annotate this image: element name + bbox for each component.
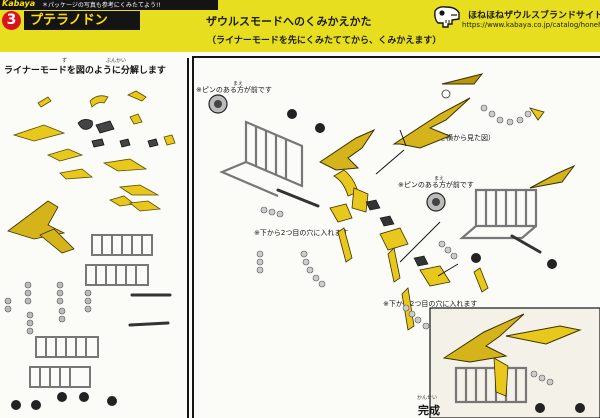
zaurus-mode-assembly-illustration xyxy=(208,73,600,418)
disassembly-panel xyxy=(0,58,189,418)
disassembled-parts-illustration xyxy=(4,90,176,410)
complete-label: 完成 xyxy=(418,404,440,417)
furigana-mae-1: まえ xyxy=(233,81,244,87)
furigana-bunkai: ぶんかい xyxy=(106,58,127,64)
package-note: ＊パッケージの写真も参考にくみたてよう!! xyxy=(42,2,161,9)
hole-note-1: ※下から2つ目の穴に入れます xyxy=(254,229,349,237)
furigana-mae-2: まえ xyxy=(434,176,445,182)
step-number-badge: 3 xyxy=(2,11,21,30)
complete-furigana: かんせい xyxy=(417,395,438,401)
skull-mascot-icon xyxy=(434,6,460,28)
assembly-instruction: （ライナーモードを先にくみたててから、くみかえます） xyxy=(207,36,442,46)
hole-note-2: ※下から2つ目の穴に入れます xyxy=(383,300,478,308)
title-box xyxy=(24,11,140,30)
page-subtitle: ザウルスモードへのくみかえかた xyxy=(206,15,372,28)
furigana-zu: ず xyxy=(62,58,68,64)
brand-site-url[interactable]: https://www.kabaya.co.jp/catalog/honehon… xyxy=(462,21,600,29)
page-title: プテラノドン xyxy=(30,13,108,28)
brand-site-name: ほねほねザウルスブランドサイト xyxy=(468,11,600,21)
disassemble-heading: ライナーモードを図のように分解します xyxy=(4,66,166,76)
head-side-view-note: （頭を横から見た図） xyxy=(425,134,495,142)
pin-note-2: ※ピンのある方が前です xyxy=(398,181,474,189)
zaurus-mode-panel xyxy=(192,56,600,418)
pin-note-1: ※ピンのある方が前です xyxy=(196,86,272,94)
header-brand-strip xyxy=(0,0,218,10)
brand-logo: Kabaya xyxy=(2,0,36,8)
